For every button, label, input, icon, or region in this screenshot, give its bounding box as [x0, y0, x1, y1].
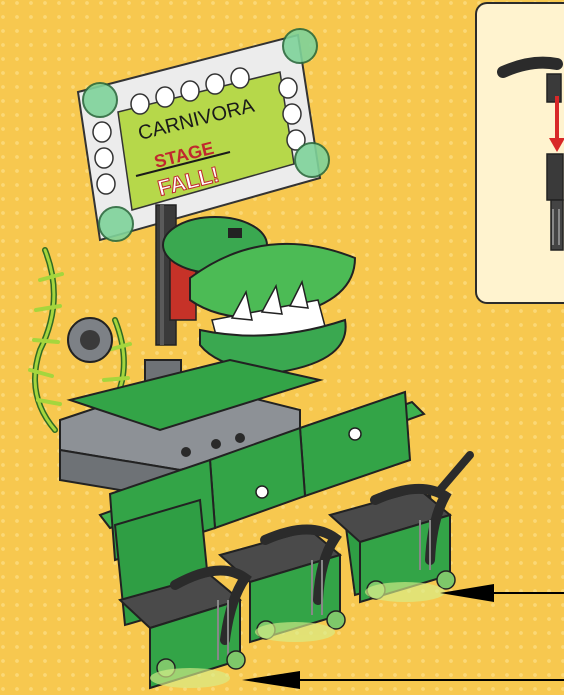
carnivorous-plant: [163, 217, 355, 372]
red-down-arrow: [549, 96, 564, 152]
callout-detail-drawing: [477, 4, 564, 306]
sign-board: CARNIVORA STAGE FALL!: [78, 29, 329, 241]
detail-callout: [475, 2, 564, 304]
pointer-arrow-lower: [242, 671, 564, 689]
restraint-bar-detail: [503, 63, 563, 250]
pointer-arrow-upper: [440, 584, 564, 602]
